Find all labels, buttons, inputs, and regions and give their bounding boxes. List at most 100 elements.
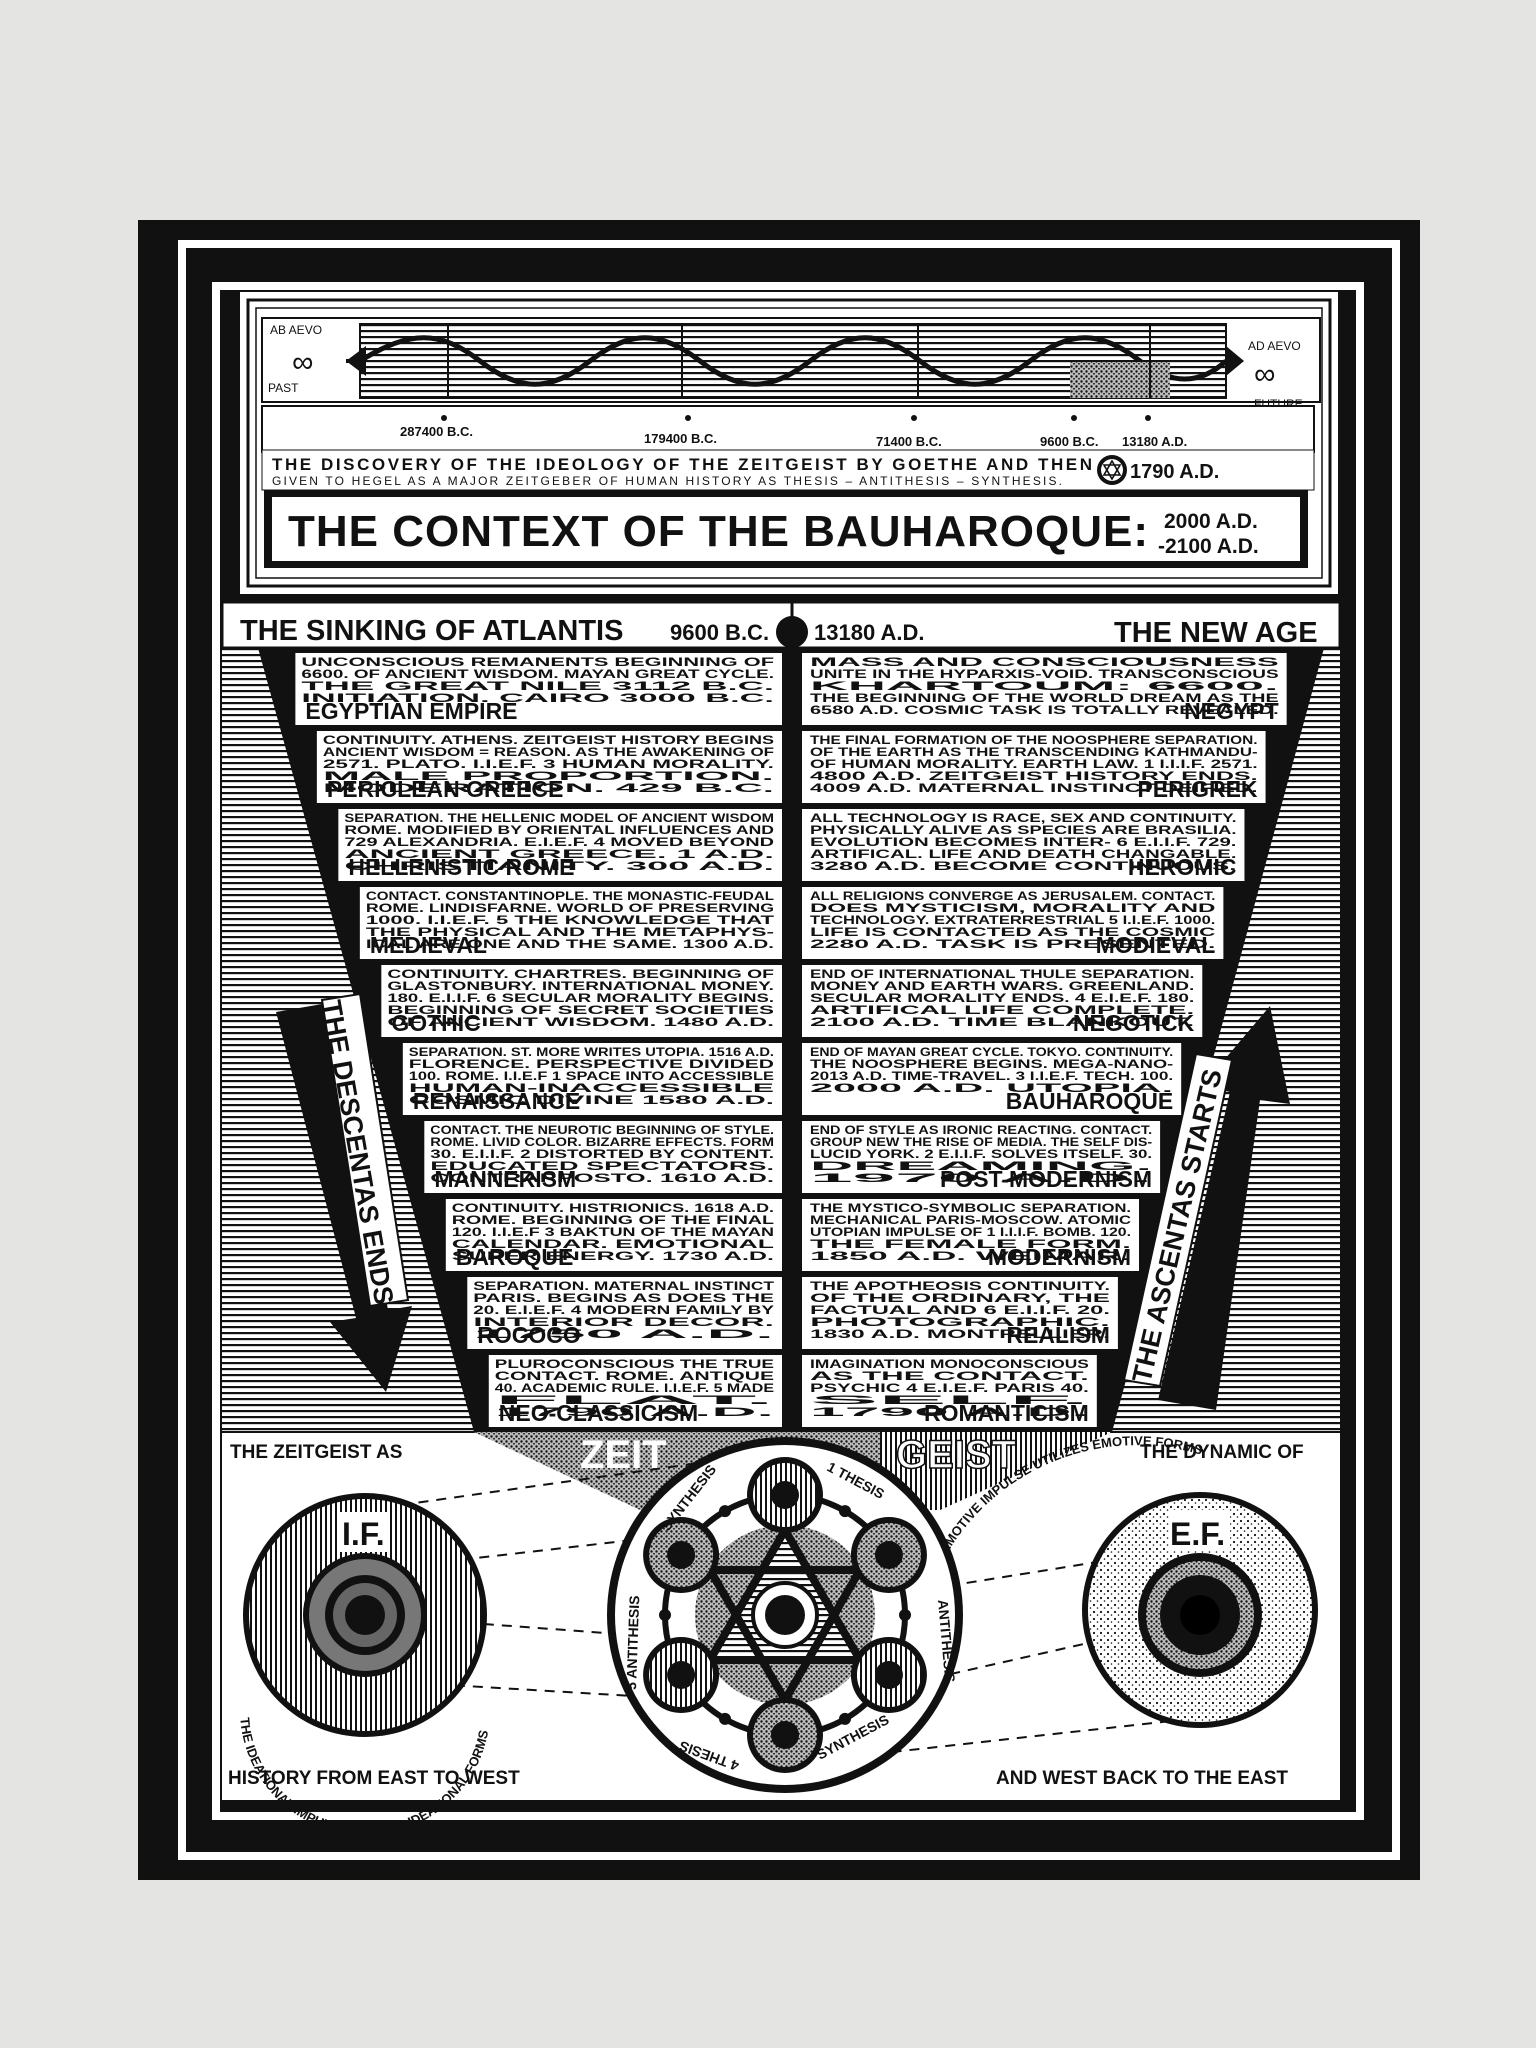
era-left-detail: BEGINNING OF SECRET SOCIETIES (387, 1003, 774, 1017)
era-left-detail: ROME. BEGINNING OF THE FINAL (452, 1213, 774, 1227)
era-cell-right (802, 887, 1224, 959)
era-left-detail: 729 ALEXANDRIA. E.I.E.F. 4 MOVED BEYOND (344, 835, 774, 849)
era-left-detail: CONTINUITY. CHARTRES. BEGINNING OF (387, 967, 774, 981)
era-right-detail: ARTIFICAL. LIFE AND DEATH CHANGABLE. (810, 847, 1236, 861)
band-left-date: 9600 B.C. (670, 620, 769, 645)
timeline-future-label: AD AEVO (1248, 339, 1301, 353)
era-right-detail: END OF STYLE AS IRONIC REACTING. CONTACT… (810, 1123, 1152, 1137)
era-left-detail: 120. I.I.E.F 3 BAKTUN OF THE MAYAN (452, 1225, 774, 1239)
wheel-link-dot (719, 1712, 731, 1725)
era-cell-right (802, 1277, 1118, 1349)
bottom-top-left: THE ZEITGEIST AS (230, 1442, 402, 1463)
era-left-name: NEO-CLASSICISM (499, 1400, 698, 1426)
era-right-detail: GROUP NEW THE RISE OF MEDIA. THE SELF DI… (810, 1135, 1152, 1149)
era-left-detail: UNCONSCIOUS REMANENTS BEGINNING OF (301, 655, 774, 669)
era-left-detail: INITIATION. CAIRO 3000 B.C. (301, 691, 774, 705)
era-right-name: NEGYPT (1184, 698, 1279, 724)
era-right-detail: ARTIFICAL LIFE COMPLETE. (810, 1003, 1194, 1017)
era-right-detail: SECULAR MORALITY ENDS. 4 E.I.E.F. 180. (810, 991, 1194, 1005)
era-right-name: REALISM (1006, 1322, 1110, 1348)
era-cell-right (802, 1199, 1140, 1271)
wheel-link-dot (899, 1609, 911, 1621)
era-left-detail: PARIS. BEGINS AS DOES THE (473, 1291, 774, 1305)
wheel-node-core (667, 1541, 696, 1569)
era-cell-left (445, 1199, 782, 1271)
era-left-detail: 100. ROME. I.I.E.F 1 SPACE INTO ACCESSIB… (409, 1069, 774, 1083)
era-cell-left (402, 1043, 782, 1115)
era-right-detail: 3280 A.D. BECOME CONTINUOUS. (810, 859, 1236, 873)
era-left-detail: 1000. I.I.E.F. 5 THE KNOWLEDGE THAT (366, 913, 775, 927)
era-left-detail: PLUROCONSCIOUS THE TRUE (495, 1357, 774, 1371)
era-right-detail: DREAMING. (810, 1159, 1152, 1173)
page-title: THE CONTEXT OF THE BAUHAROQUE: (288, 507, 1148, 556)
era-right-detail: UNITE IN THE HYPARXIS-VOID. TRANSCONSCIO… (810, 667, 1279, 681)
ef-circle (1082, 1492, 1318, 1728)
era-right-detail: UTOPIAN IMPULSE OF 1 I.I.I.F. BOMB. 120. (810, 1225, 1131, 1239)
era-right-detail: PHYSICALLY ALIVE AS SPECIES ARE BRASILIA… (810, 823, 1236, 837)
era-left-detail: CONTACT. THE NEUROTIC BEGINNING OF STYLE… (430, 1123, 774, 1137)
era-right-detail: DOES MYSTICISM, MORALITY AND (810, 901, 1216, 915)
era-cell-left (338, 809, 782, 881)
era-left-name: HELLENISTIC ROME (348, 854, 574, 880)
era-right-detail: EVOLUTION BECOMES INTER- 6 E.I.I.F. 729. (810, 835, 1236, 849)
era-left-detail: 1750 A.D. (473, 1327, 774, 1341)
era-cell-right (802, 809, 1245, 881)
title-date-end: -2100 A.D. (1158, 535, 1259, 558)
era-left-detail: CONTRAPPOSTO. 1610 A.D. (430, 1171, 774, 1185)
era-left-detail: SEPARATION. MATERNAL INSTINCT (473, 1279, 775, 1293)
era-right-detail: ALL RELIGIONS CONVERGE AS JERUSALEM. CON… (810, 889, 1215, 903)
era-left-detail: ROME. MODIFIED BY ORIENTAL INFLUENCES AN… (344, 823, 774, 837)
era-right-detail: 2280 A.D. TASK IS PRESENTED. (810, 937, 1215, 951)
era-right-detail: FACTUAL AND 6 E.I.I.F. 20. (810, 1303, 1110, 1317)
era-right-detail: PHOTOGRAPHIC. (810, 1315, 1110, 1329)
era-right-detail: PSYCHIC 4 E.I.E.F. PARIS 40. (810, 1381, 1089, 1395)
wheel-node-core (771, 1481, 799, 1509)
band-right-title: THE NEW AGE (1114, 617, 1318, 649)
date-9600bc: 9600 B.C. (1040, 434, 1099, 449)
bottom-top-right: THE DYNAMIC OF (1140, 1442, 1304, 1463)
era-left-detail: SEPARATION. THE HELLENIC MODEL OF ANCIEN… (344, 811, 774, 825)
era-right-detail: 1850 A.D. WEIMAR. (810, 1249, 1131, 1263)
era-cell-left (316, 731, 782, 803)
zeit-label: ZEIT (580, 1433, 667, 1477)
era-left-detail: SUPER ENERGY. 1730 A.D. (452, 1249, 774, 1263)
era-left-detail: CONTACT. CONSTANTINOPLE. THE MONASTIC-FE… (366, 889, 774, 903)
era-right-name: BAUHAROQUE (1006, 1088, 1173, 1114)
era-right-detail: THE FEMALE FORM. (810, 1237, 1131, 1251)
era-cell-right (802, 965, 1203, 1037)
era-left-detail: 1790 A.D. (495, 1405, 774, 1419)
wheel-link-dot (839, 1712, 851, 1725)
era-right-name: NEGOTICK (1073, 1010, 1195, 1036)
era-right-detail: 6580 A.D. COSMIC TASK IS TOTALLY REVEALE… (810, 703, 1279, 717)
date-71400bc: 71400 B.C. (876, 434, 942, 449)
era-cell-left (424, 1121, 782, 1193)
if-circle (243, 1493, 487, 1737)
discovery-line-1: THE DISCOVERY OF THE IDEOLOGY OF THE ZEI… (272, 455, 1092, 474)
timeline-past-word: PAST (268, 381, 299, 395)
discovery-line-2: GIVEN TO HEGEL AS A MAJOR ZEITGEBER OF H… (272, 474, 1062, 488)
era-left-name: PERICLEAN GREECE (327, 776, 563, 802)
timeline-strip (261, 317, 1321, 403)
band-left-title: THE SINKING OF ATLANTIS (240, 615, 623, 647)
era-left-detail: CONTINUITY. HISTRIONICS. 1618 A.D. (452, 1201, 774, 1215)
era-left-detail: EDUCATED SPECTATORS. (430, 1159, 774, 1173)
era-left-detail: CONTACT. ROME. ANTIQUE (495, 1369, 774, 1383)
era-right-detail: MASS AND CONSCIOUSNESS (810, 655, 1279, 669)
era-left-detail: 180. E.I.I.F. 6 SECULAR MORALITY BEGINS. (387, 991, 774, 1005)
era-left-detail: 6600. OF ANCIENT WISDOM. MAYAN GREAT CYC… (301, 667, 774, 681)
era-right-detail: KHARTOUM: 6600. (810, 679, 1279, 693)
era-left-detail: MALE PROPORTION. (323, 769, 774, 783)
era-right-detail: MONEY AND EARTH WARS. GREENLAND. (810, 979, 1194, 993)
era-left-detail: ANCIENT GREECE. 1 A.D. (344, 847, 774, 861)
era-right-detail: THE MYSTICO-SYMBOLIC SEPARATION. (810, 1201, 1131, 1215)
era-left-name: RENAISSANCE (413, 1088, 580, 1114)
era-left-name: ROCOCO (477, 1322, 580, 1348)
discovery-row (261, 449, 1315, 491)
era-cell-left (295, 653, 782, 725)
era-right-detail: 4009 A.D. MATERNAL INSTINCT DEIFIED. (810, 781, 1258, 795)
bottom-bottom-right: AND WEST BACK TO THE EAST (996, 1768, 1288, 1789)
era-right-detail: AS THE CONTACT. (810, 1369, 1089, 1383)
ef-label: E.F. (1170, 1516, 1225, 1552)
era-cell-right (802, 1355, 1097, 1427)
date-287400bc: 287400 B.C. (400, 424, 473, 439)
